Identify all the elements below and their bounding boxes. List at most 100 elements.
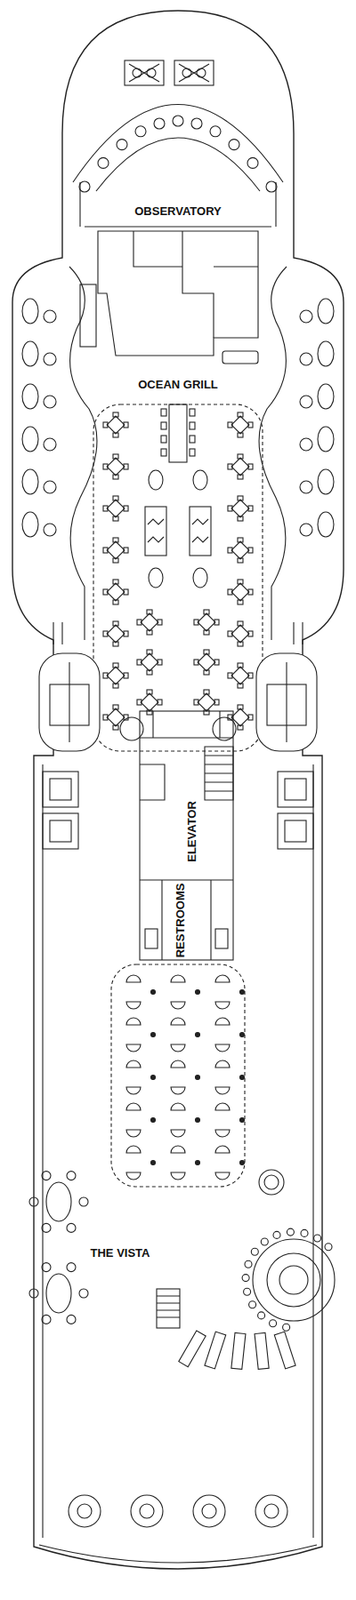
furniture — [215, 1061, 230, 1069]
furniture — [103, 548, 108, 554]
furniture — [192, 519, 209, 543]
furniture — [157, 660, 162, 666]
furniture — [22, 427, 39, 453]
hull-outline — [12, 10, 344, 1571]
furniture — [189, 422, 195, 430]
furniture — [231, 625, 250, 644]
furniture — [103, 506, 108, 512]
furniture — [227, 548, 233, 554]
furniture — [286, 1229, 294, 1238]
furniture — [126, 1131, 141, 1139]
furniture — [214, 620, 219, 626]
furniture — [237, 726, 243, 731]
furniture — [123, 673, 129, 680]
furniture — [106, 667, 125, 686]
furniture — [227, 631, 233, 638]
furniture — [299, 353, 313, 366]
furniture — [41, 1173, 51, 1182]
furniture — [170, 1104, 186, 1112]
furniture — [103, 422, 108, 429]
furniture — [113, 726, 119, 731]
furniture — [203, 650, 210, 656]
furniture — [151, 1034, 156, 1039]
furniture — [146, 690, 153, 696]
furniture — [113, 705, 119, 711]
furniture — [43, 524, 57, 537]
furniture — [106, 583, 125, 602]
furniture — [113, 412, 119, 418]
furniture — [146, 650, 153, 656]
furniture — [106, 416, 125, 435]
furniture — [258, 1313, 266, 1321]
deck-area-label: THE VISTA — [81, 1247, 159, 1263]
furniture — [170, 1088, 186, 1096]
grill-wall-right — [258, 267, 287, 641]
furniture — [151, 1162, 156, 1167]
furniture — [228, 139, 240, 151]
furniture — [237, 580, 243, 585]
furniture — [161, 449, 167, 457]
furniture — [178, 1332, 206, 1369]
furniture — [170, 1173, 186, 1182]
furniture — [146, 631, 153, 636]
furniture — [193, 568, 208, 589]
furniture — [231, 500, 250, 518]
furniture — [193, 1496, 226, 1530]
furniture — [237, 496, 243, 502]
furniture — [126, 976, 141, 984]
furniture — [189, 409, 195, 417]
furniture — [227, 673, 233, 680]
furniture — [22, 299, 39, 324]
furniture — [123, 464, 129, 470]
furniture — [113, 538, 119, 543]
furniture — [193, 470, 208, 491]
furniture — [66, 1224, 76, 1234]
furniture — [227, 422, 233, 429]
furniture — [161, 409, 167, 417]
furniture — [195, 1076, 201, 1082]
furniture — [123, 422, 129, 429]
furniture — [231, 542, 250, 560]
deck-area-label: OBSERVATORY — [131, 204, 225, 220]
furniture — [113, 517, 119, 522]
furniture — [215, 1019, 230, 1027]
furniture — [22, 341, 39, 367]
furniture — [215, 976, 230, 984]
furniture — [237, 684, 243, 689]
furniture — [113, 684, 119, 689]
hull-inner — [39, 765, 317, 1565]
furniture — [169, 404, 187, 463]
furniture — [170, 1147, 186, 1155]
furniture — [203, 690, 210, 696]
furniture — [148, 470, 163, 491]
furniture — [227, 464, 233, 470]
furniture — [22, 512, 39, 538]
furniture — [273, 1232, 281, 1240]
furniture — [317, 427, 334, 453]
furniture — [126, 1045, 141, 1053]
furniture — [123, 506, 129, 512]
furniture — [137, 700, 142, 706]
furniture — [103, 715, 108, 721]
furniture — [79, 1290, 89, 1300]
furniture — [170, 1061, 186, 1069]
furniture — [151, 1076, 156, 1082]
furniture — [140, 694, 159, 712]
furniture — [248, 548, 253, 554]
room-label: RESTROOMS — [174, 881, 190, 962]
furniture — [41, 1264, 51, 1274]
furniture — [215, 1147, 230, 1155]
furniture — [135, 126, 146, 138]
furniture — [215, 1173, 230, 1182]
furniture — [66, 1173, 76, 1182]
furniture — [195, 1162, 201, 1167]
furniture — [248, 464, 253, 470]
furniture — [237, 663, 243, 669]
furniture — [137, 620, 142, 626]
furniture — [123, 590, 129, 596]
observatory-arc — [72, 105, 284, 228]
furniture — [106, 458, 125, 477]
furniture — [116, 139, 128, 151]
vista-lounge-left — [46, 1183, 72, 1315]
furniture — [264, 1505, 279, 1521]
